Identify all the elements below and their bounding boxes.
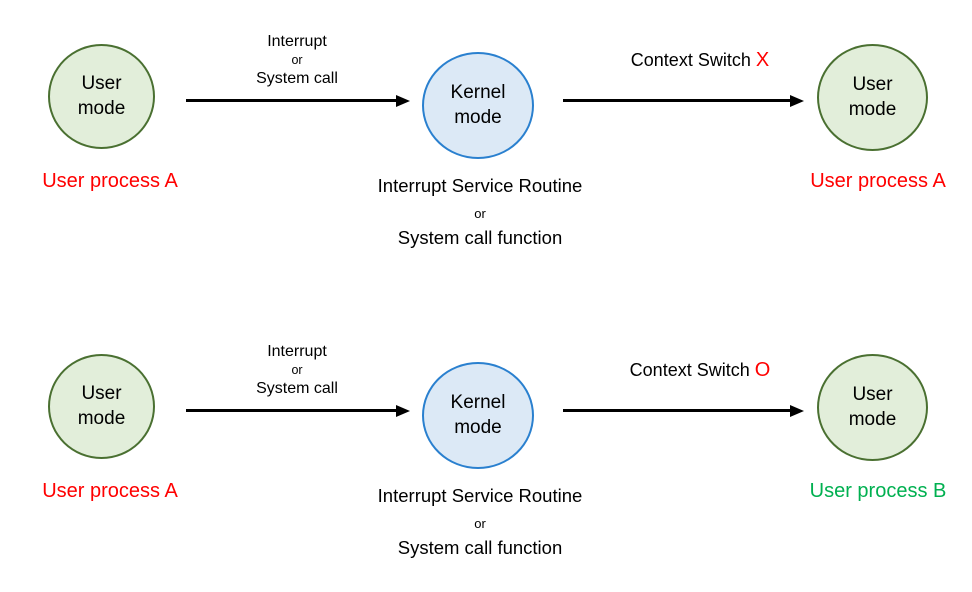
interrupt-line: Interrupt xyxy=(267,343,327,360)
interrupt-syscall-label: Interrupt or System call xyxy=(212,342,382,398)
user-process-b-caption: User process B xyxy=(809,480,947,502)
user-mode-label: User mode xyxy=(848,73,897,120)
user-mode-circle-right: User mode xyxy=(817,354,928,461)
kernel-mode-circle: Kernel mode xyxy=(422,52,534,159)
kernel-mode-label: Kernel mode xyxy=(450,391,506,438)
user-mode-label: User mode xyxy=(848,383,897,430)
context-switch-text: Context Switch xyxy=(629,360,750,380)
context-switch-mark-o: O xyxy=(754,359,771,381)
syscall-function-line: System call function xyxy=(397,537,563,559)
user-process-a-caption: User process A xyxy=(42,170,178,192)
system-call-line: System call xyxy=(256,380,338,398)
arrow-user-to-kernel xyxy=(186,94,410,107)
kernel-mode-circle: Kernel mode xyxy=(422,362,534,469)
context-switch-text: Context Switch xyxy=(630,50,751,70)
flow-row-no-context-switch: User mode Interrupt or System call Kerne… xyxy=(0,0,972,282)
context-switch-label: Context Switch X xyxy=(590,49,810,72)
arrowhead-icon xyxy=(396,404,410,417)
isr-line: Interrupt Service Routine xyxy=(377,485,583,506)
or-line: or xyxy=(291,363,303,378)
interrupt-line: Interrupt xyxy=(267,33,327,50)
arrowhead-icon xyxy=(790,94,804,107)
context-switch-label: Context Switch O xyxy=(590,359,810,382)
user-mode-circle-left: User mode xyxy=(48,354,155,459)
isr-line: Interrupt Service Routine xyxy=(377,175,583,196)
system-call-line: System call xyxy=(256,70,338,88)
user-process-a-caption: User process A xyxy=(810,170,946,192)
arrow-kernel-to-user xyxy=(563,94,804,107)
user-mode-label: User mode xyxy=(77,382,126,429)
flow-row-context-switch: User mode Interrupt or System call Kerne… xyxy=(0,310,972,592)
arrow-kernel-to-user xyxy=(563,404,804,417)
kernel-mode-label: Kernel mode xyxy=(450,81,506,128)
syscall-function-line: System call function xyxy=(397,227,563,249)
user-mode-label: User mode xyxy=(77,72,126,119)
or-line: or xyxy=(291,53,303,68)
context-switch-mark-x: X xyxy=(755,49,770,71)
arrowhead-icon xyxy=(790,404,804,417)
or-line: or xyxy=(474,206,486,222)
arrow-user-to-kernel xyxy=(186,404,410,417)
user-mode-circle-left: User mode xyxy=(48,44,155,149)
kernel-routine-caption: Interrupt Service Routine or System call… xyxy=(330,485,630,559)
kernel-routine-caption: Interrupt Service Routine or System call… xyxy=(330,175,630,249)
user-process-a-caption: User process A xyxy=(42,480,178,502)
or-line: or xyxy=(474,516,486,532)
arrowhead-icon xyxy=(396,94,410,107)
interrupt-syscall-label: Interrupt or System call xyxy=(212,32,382,88)
user-mode-circle-right: User mode xyxy=(817,44,928,151)
